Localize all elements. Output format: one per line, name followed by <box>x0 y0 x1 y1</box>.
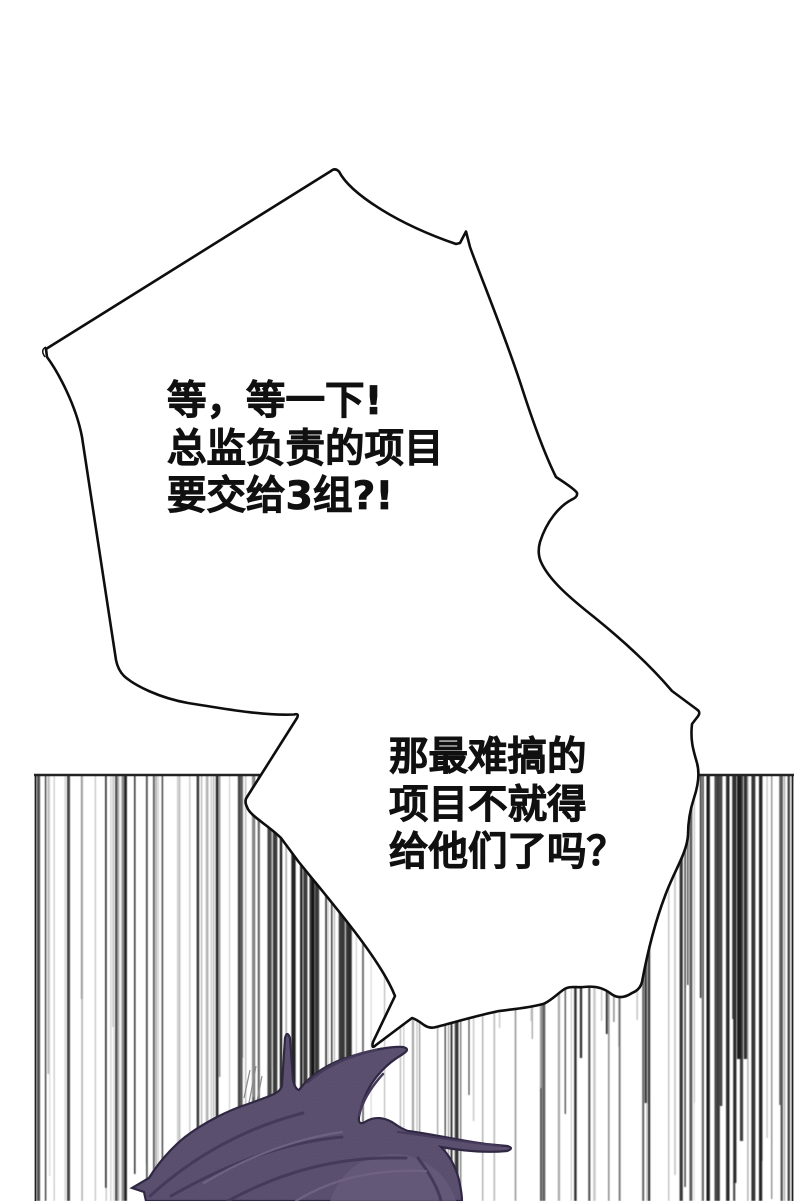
character-hair <box>129 1032 513 1201</box>
speech-line: 等，等一下! <box>167 378 383 425</box>
speech-bubble-corner-tick <box>42 346 47 358</box>
speed-lines-caps <box>34 773 794 1201</box>
speech-line: 要交给3组?! <box>167 473 394 520</box>
speech-bubble <box>44 168 701 1049</box>
hair-halftone <box>132 1034 511 1201</box>
hair-highlight-lines <box>202 1130 428 1201</box>
speech-text-block-2: 那最难搞的 项目不就得 给他们了吗？ <box>389 734 627 877</box>
speech-line: 项目不就得 <box>389 781 587 828</box>
speech-line: 总监负责的项目 <box>167 425 444 472</box>
speech-line: 那最难搞的 <box>389 734 587 781</box>
speech-text-block-1: 等，等一下! 总监负责的项目 要交给3组?! <box>167 378 444 521</box>
speech-line: 给他们了吗？ <box>389 829 627 876</box>
